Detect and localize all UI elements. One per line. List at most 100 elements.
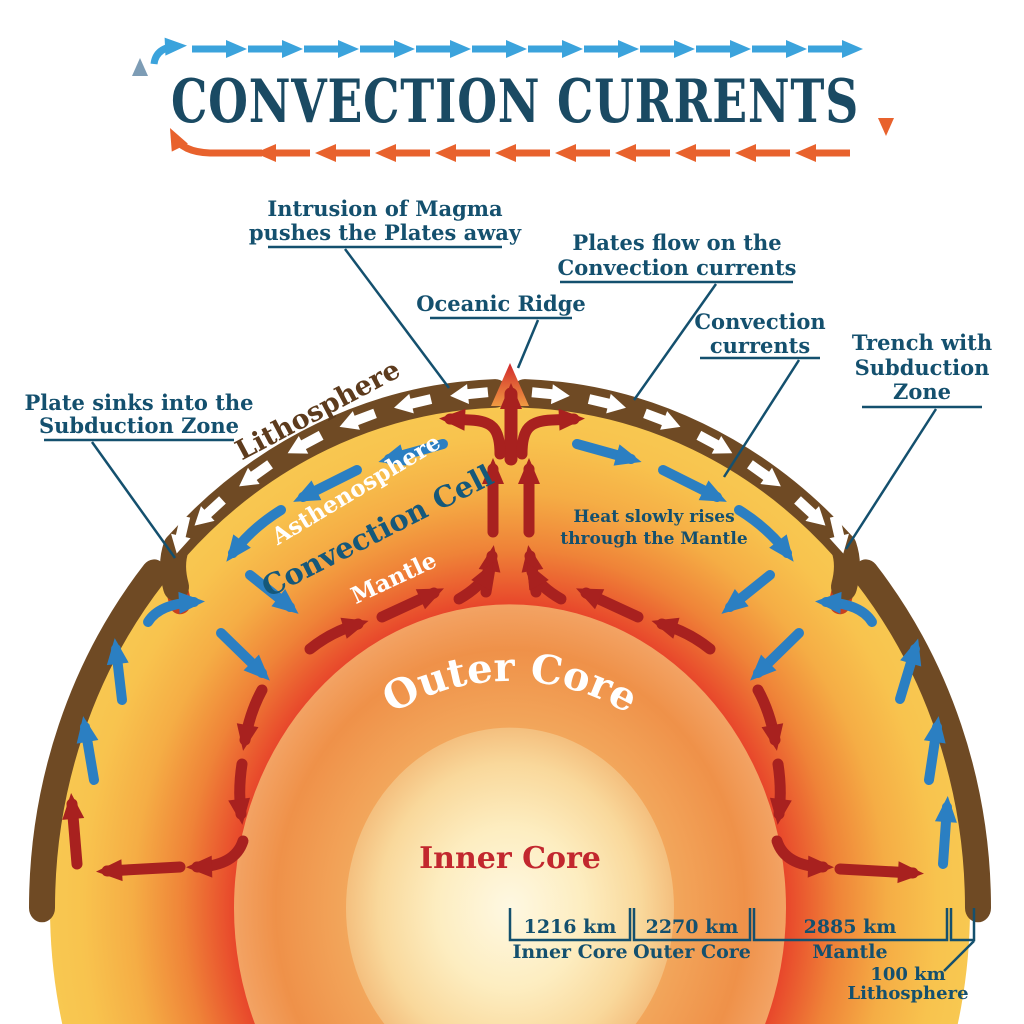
flow-arrow: [375, 144, 430, 162]
heat-arrow: [834, 861, 924, 884]
title-block: CONVECTION CURRENTS: [132, 37, 894, 162]
heat-arrow: [236, 684, 268, 751]
flow-arrow: [795, 144, 850, 162]
convection-arrow: [734, 505, 794, 562]
flow-arrow: [615, 144, 670, 162]
heat-arrow: [96, 859, 186, 882]
convection-arrow: [750, 628, 804, 681]
flow-arrow: [675, 144, 730, 162]
scale-name: Inner Core: [512, 941, 627, 963]
convection-arrow: [721, 570, 775, 614]
convection-arrow: [216, 628, 270, 681]
convection-arrow: [226, 505, 286, 562]
title-top-arrow-row: [150, 37, 863, 65]
callout-labels: Intrusion of Magma pushes the Plates awa…: [24, 196, 992, 559]
callout-plates-flow-line1: Plates flow on the: [572, 230, 781, 255]
trench-hook-left: [160, 532, 190, 602]
callout-convection-currents-line2: currents: [710, 333, 810, 358]
callout-leader-line: [844, 408, 938, 550]
convection-arrow: [378, 439, 448, 466]
flow-arrow: [495, 144, 550, 162]
convection-arrow: [815, 591, 877, 627]
heat-arrow: [228, 758, 251, 825]
page-title: CONVECTION CURRENTS: [171, 67, 859, 137]
heat-arrow: [651, 617, 716, 655]
scale-distance: 2885 km: [804, 916, 897, 938]
lithosphere-note-line2: Lithosphere: [847, 983, 968, 1004]
callout-leader-line: [632, 283, 718, 401]
heat-arrow: [752, 684, 784, 751]
flow-arrow: [315, 144, 370, 162]
callout-trench-line2: Subduction: [855, 355, 990, 380]
flow-arrow: [696, 40, 751, 58]
inner-core-layer: [346, 727, 674, 1024]
convection-arrow: [245, 570, 299, 614]
flow-arrow: [555, 144, 610, 162]
flow-arrow: [735, 144, 790, 162]
scale-distance: 1216 km: [524, 916, 617, 938]
callout-plates-flow-line2: Convection currents: [558, 255, 797, 280]
heat-arrow: [576, 587, 644, 623]
scale-bracket-mantle: [752, 908, 949, 942]
callout-leader-line: [722, 359, 801, 478]
callout-leader-line: [343, 248, 451, 389]
convection-arrow: [143, 591, 205, 627]
convection-arrow: [923, 716, 946, 785]
callout-intrusion-line1: Intrusion of Magma: [267, 196, 503, 221]
distance-scale: 1216 km Inner Core 2270 km Outer Core 28…: [508, 908, 976, 1004]
scale-bracket-outer-core: [632, 908, 752, 942]
flow-arrow: [416, 40, 471, 58]
callout-trench-line3: Zone: [893, 379, 951, 404]
scale-bracket-inner-core: [508, 908, 632, 942]
heat-arrow: [186, 835, 249, 878]
flow-arrow: [752, 40, 807, 58]
lithosphere-crust-far-right: [852, 559, 991, 923]
lithosphere-crust-far-left: [29, 559, 168, 923]
heat-arrow: [304, 617, 369, 655]
convection-arrow: [293, 465, 362, 502]
flow-arrow: [248, 40, 303, 58]
callout-plate-sinks-line1: Plate sinks into the: [24, 390, 253, 415]
scale-lithosphere-leader: [943, 940, 975, 972]
blue-convection-arrows: [76, 439, 957, 869]
callout-oceanic-ridge: Oceanic Ridge: [416, 291, 586, 316]
lithosphere-note-line1: 100 km: [870, 964, 945, 985]
heat-arrow: [376, 587, 444, 623]
title-left-loop-arrowhead: [132, 58, 148, 76]
flow-arrow: [255, 144, 310, 162]
scale-name: Mantle: [812, 941, 887, 963]
flow-arrow: [169, 127, 262, 157]
convection-arrow: [658, 465, 727, 502]
heat-rises-line2: through the Mantle: [560, 529, 747, 549]
flow-arrow: [304, 40, 359, 58]
callout-intrusion-line2: pushes the Plates away: [249, 220, 522, 245]
flow-arrow: [584, 40, 639, 58]
flow-arrow: [808, 40, 863, 58]
heat-arrow: [439, 408, 506, 460]
heat-arrow: [516, 408, 585, 460]
convection-arrow: [106, 638, 129, 705]
convection-arrow: [895, 638, 922, 704]
flow-arrow: [640, 40, 695, 58]
title-right-loop-arrowhead: [878, 118, 894, 136]
callout-convection-currents-line1: Convection: [694, 309, 825, 334]
red-convection-arrows: [62, 383, 924, 884]
convection-arrow: [76, 716, 99, 785]
earth-layers: [29, 379, 991, 1024]
scale-bracket-lithosphere: [949, 908, 976, 942]
flow-arrow: [150, 37, 187, 65]
heat-arrow: [453, 562, 494, 605]
flow-arrow: [528, 40, 583, 58]
callout-trench-line1: Trench with: [852, 330, 992, 355]
flow-arrow: [435, 144, 490, 162]
callout-leader-line: [516, 319, 540, 369]
scale-name: Outer Core: [633, 941, 751, 963]
callout-leader-line: [90, 441, 177, 559]
flow-arrow: [360, 40, 415, 58]
callout-plate-sinks-line2: Subduction Zone: [39, 413, 239, 438]
convection-arrow: [934, 796, 957, 869]
convection-arrow: [572, 439, 642, 466]
heat-arrow: [771, 835, 834, 878]
